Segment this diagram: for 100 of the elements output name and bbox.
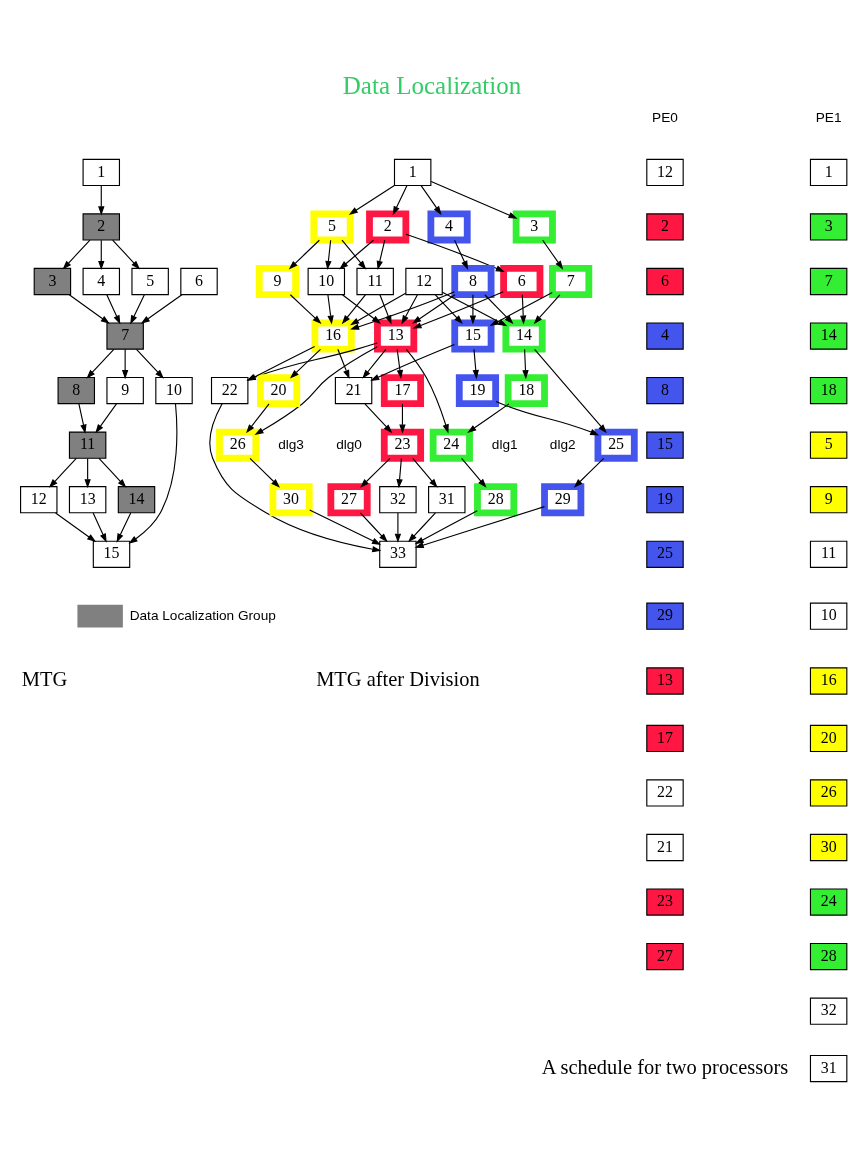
node-box: 6: [500, 265, 544, 298]
node-box: 25: [594, 428, 638, 462]
node-box: 14: [117, 486, 156, 514]
arrow: [106, 294, 121, 325]
node-box: 28: [474, 483, 518, 517]
node-box: 2: [646, 213, 684, 241]
arrow: [441, 291, 508, 327]
node-box: 11: [809, 540, 848, 568]
node-box: 15: [451, 319, 495, 353]
arrow: [246, 342, 378, 381]
arrow: [412, 291, 504, 329]
arrow: [408, 512, 436, 543]
arrow: [362, 348, 387, 379]
arrow: [495, 400, 600, 436]
node-box: 6: [646, 267, 684, 296]
arrow: [533, 294, 561, 325]
node-box: 5: [809, 431, 848, 459]
node-box: 15: [646, 431, 684, 459]
arrow: [95, 403, 117, 434]
node-box: 5: [310, 210, 354, 244]
node-box: 9: [106, 376, 144, 405]
arrow: [341, 294, 366, 325]
label: MTG: [21, 667, 68, 690]
node-box: 8: [57, 376, 96, 405]
node-box: 19: [646, 486, 684, 514]
arrow: [289, 294, 322, 325]
node-box: 17: [646, 724, 684, 753]
arrow: [376, 239, 386, 270]
node-box: 6: [180, 267, 218, 296]
node-box: 7: [549, 265, 593, 298]
node-box: 20: [809, 724, 848, 753]
node-box: 30: [809, 833, 848, 862]
label: PE0: [652, 109, 678, 125]
node-box: 13: [646, 667, 684, 695]
arrow: [542, 239, 564, 270]
arrow: [92, 512, 107, 543]
node-box: 21: [334, 376, 373, 405]
arrow: [405, 233, 505, 272]
node-box: 21: [646, 833, 684, 862]
arrow: [84, 457, 91, 489]
arrow: [62, 239, 91, 270]
arrow: [341, 294, 381, 324]
node-box: 4: [427, 210, 471, 244]
node-box: 7: [106, 322, 144, 350]
arrow: [414, 506, 545, 549]
node-box: 5: [131, 267, 169, 296]
node-box: 22: [210, 376, 249, 405]
arrow: [469, 294, 477, 325]
node-box: 27: [646, 942, 684, 971]
diagram-title: Data Localization: [342, 72, 522, 100]
node-box: 26: [809, 779, 848, 807]
node-box: 29: [541, 483, 585, 517]
node-box: 8: [646, 376, 684, 405]
arrow: [420, 185, 442, 216]
node-box: 7: [809, 267, 848, 296]
node-box: 24: [809, 888, 848, 916]
node-box: 28: [809, 942, 848, 971]
node-box: 3: [33, 267, 72, 296]
arrow: [379, 294, 392, 325]
node-box: 4: [82, 267, 121, 296]
node-box: 2: [82, 213, 121, 241]
arrow: [339, 239, 374, 270]
node-box: 16: [809, 667, 848, 695]
node-box: 17: [380, 374, 425, 408]
label: dlg2: [549, 436, 576, 452]
arrow: [246, 345, 316, 381]
node-box: 18: [504, 374, 548, 408]
node-box: 10: [155, 376, 193, 405]
label: dlg0: [336, 436, 362, 452]
arrow: [412, 457, 438, 488]
node-box: 9: [809, 486, 848, 514]
arrow: [116, 512, 132, 543]
arrow: [348, 184, 395, 215]
arrow: [350, 291, 455, 330]
arrow: [337, 348, 350, 380]
node-box: 1: [809, 158, 848, 187]
arrow: [112, 239, 141, 270]
node-box: 32: [809, 997, 848, 1025]
arrow: [130, 294, 145, 325]
label: A schedule for two processors: [541, 1055, 789, 1078]
arrow: [399, 403, 406, 434]
arrow: [472, 348, 479, 380]
arrow: [392, 185, 408, 216]
arrow: [401, 294, 418, 325]
arrow: [350, 292, 407, 326]
label: dlg3: [278, 436, 304, 452]
node-box: 14: [809, 322, 848, 350]
node-box: 11: [68, 431, 107, 459]
node-box: 10: [307, 267, 346, 296]
node-box: 14: [502, 319, 546, 353]
arrow: [48, 457, 77, 488]
node-box: 25: [646, 540, 684, 568]
arrow: [288, 239, 320, 270]
arrow: [327, 294, 334, 325]
arrow: [55, 512, 97, 543]
arrow: [98, 457, 127, 488]
arrow: [360, 457, 391, 488]
node-box: 8: [451, 265, 495, 298]
node-box: 1: [82, 158, 121, 187]
node-box: 3: [809, 213, 848, 241]
